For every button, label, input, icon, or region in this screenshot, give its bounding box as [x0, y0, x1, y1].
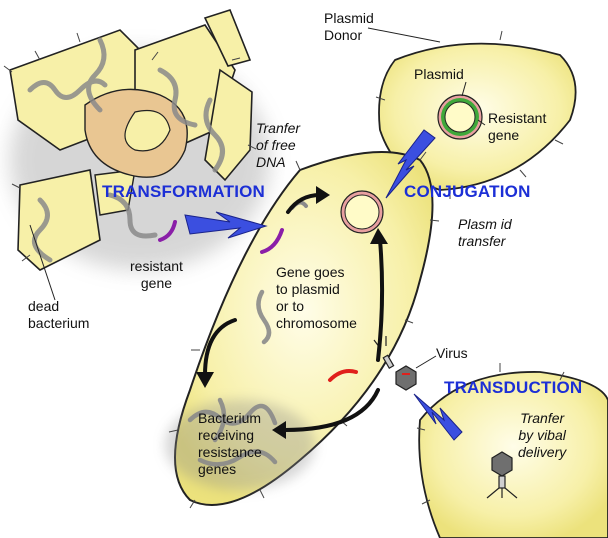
- plasmid-ring-recipient: [341, 191, 383, 233]
- transfer-free-dna-label: Tranfer of free DNA: [256, 120, 300, 171]
- transformation-title: TRANSFORMATION: [102, 182, 265, 202]
- gene-goes-label: Gene goes to plasmid or to chromosome: [276, 264, 357, 332]
- plasmid-label: Plasmid: [414, 66, 464, 83]
- plasmid-ring-donor: [438, 95, 482, 139]
- dead-bacterium: [4, 10, 270, 270]
- transduction-title: TRANSDUCTION: [444, 378, 582, 398]
- virus-label: Virus: [436, 345, 468, 362]
- resistant-gene-left-label: resistant gene: [130, 258, 183, 292]
- virus-leader-line: [416, 356, 436, 368]
- transfer-viral-label: Tranfer by vibal delivery: [518, 410, 566, 461]
- plasmid-transfer-label: Plasm id transfer: [458, 216, 512, 250]
- conjugation-title: CONJUGATION: [404, 182, 531, 202]
- dead-bacterium-label: dead bacterium: [28, 298, 89, 332]
- bacterium-receiving-label: Bacterium receiving resistance genes: [198, 410, 262, 478]
- plasmid-donor-label: Plasmid Donor: [324, 10, 374, 44]
- resistant-gene-top-label: Resistant gene: [488, 110, 546, 144]
